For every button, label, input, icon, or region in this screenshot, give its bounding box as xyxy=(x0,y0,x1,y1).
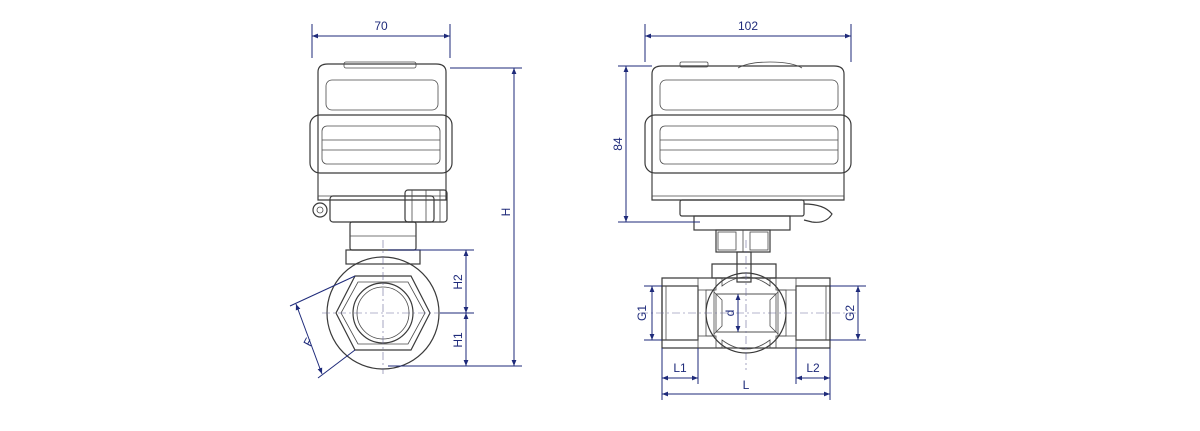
side-valve-body xyxy=(322,240,444,374)
dim-g2: G2 xyxy=(830,285,866,341)
dim-h1-h2: H2 H1 xyxy=(388,249,474,366)
dim-84-label: 84 xyxy=(611,137,625,151)
dim-h2-label: H2 xyxy=(451,274,465,290)
dim-f: F xyxy=(289,275,356,379)
dim-l2: L2 xyxy=(795,348,831,400)
dim-70: 70 xyxy=(311,19,451,58)
dim-g2-label: G2 xyxy=(843,305,857,321)
dim-102: 102 xyxy=(644,19,852,62)
dim-84: 84 xyxy=(611,65,700,223)
front-view: 102 84 G1 G2 d xyxy=(611,19,866,400)
dim-d-label: d xyxy=(723,310,737,317)
dim-l1-label: L1 xyxy=(673,361,687,375)
dim-h-label: H xyxy=(499,208,513,217)
dim-h: H xyxy=(388,67,522,367)
front-valve-body xyxy=(640,240,856,370)
dim-102-label: 102 xyxy=(738,19,758,33)
dim-70-label: 70 xyxy=(374,19,388,33)
side-actuator xyxy=(309,61,453,251)
dim-h1-label: H1 xyxy=(451,332,465,348)
front-actuator xyxy=(644,61,852,253)
dim-l-label: L xyxy=(743,378,750,392)
dim-l1: L1 xyxy=(661,348,699,400)
side-view: 70 H H2 H1 F xyxy=(289,19,522,379)
dim-d: d xyxy=(723,294,741,332)
dim-l: L xyxy=(662,378,830,397)
dim-l2-label: L2 xyxy=(806,361,820,375)
dim-g1: G1 xyxy=(635,285,662,341)
dim-g1-label: G1 xyxy=(635,305,649,321)
